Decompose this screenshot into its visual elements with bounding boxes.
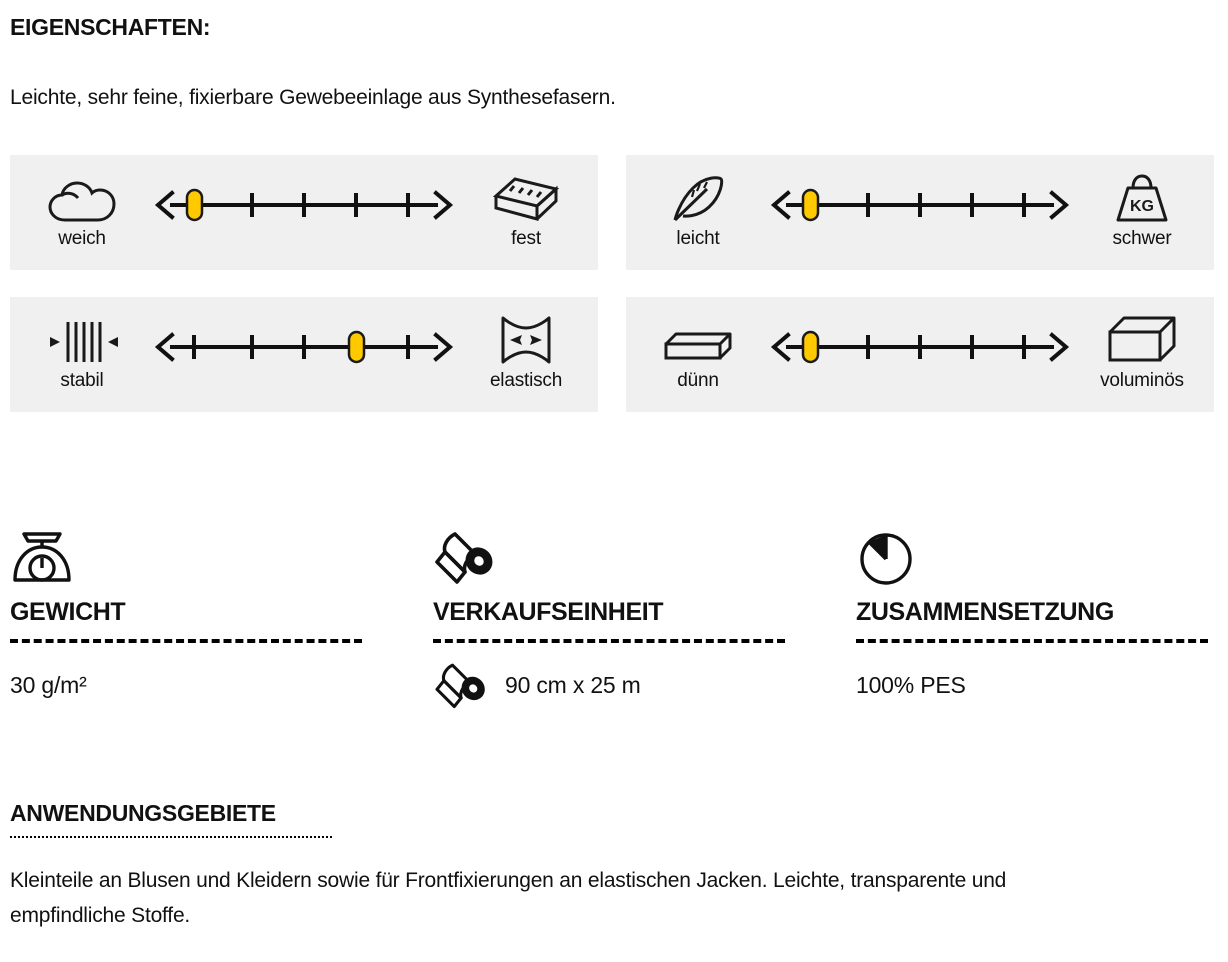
property-right-label: voluminös	[1100, 369, 1184, 391]
spec-value-row: 30 g/m²	[10, 659, 433, 711]
property-right-elastisch: elastisch	[454, 316, 598, 392]
stable-bars-icon	[44, 318, 120, 366]
brick-icon	[491, 176, 561, 224]
property-panel-duenn-voluminoes: dünn	[626, 297, 1214, 412]
scale-duenn-voluminoes	[770, 327, 1070, 383]
property-left-label: stabil	[60, 369, 104, 391]
kitchen-scale-icon	[10, 524, 433, 586]
cloud-icon	[47, 176, 117, 224]
property-right-fest: fest	[454, 176, 598, 250]
property-scales: weich	[10, 155, 1215, 439]
spec-value-row: 90 cm x 25 m	[433, 659, 856, 711]
property-right-voluminoes: voluminös	[1070, 316, 1214, 392]
property-right-schwer: KG schwer	[1070, 173, 1214, 250]
page-title: EIGENSCHAFTEN:	[10, 14, 211, 40]
feather-icon	[667, 175, 729, 224]
property-panel-stabil-elastisch: stabil	[10, 297, 598, 412]
property-left-leicht: leicht	[626, 175, 770, 250]
property-panel-weich-fest: weich	[10, 155, 598, 270]
property-panel-leicht-schwer: leicht	[626, 155, 1214, 270]
application-body: Kleinteile an Blusen und Kleidern sowie …	[10, 869, 1007, 927]
spec-divider	[856, 639, 1208, 643]
property-left-label: leicht	[676, 227, 720, 249]
property-row-2: stabil	[10, 297, 1215, 412]
spec-value: 100% PES	[856, 671, 966, 698]
property-left-weich: weich	[10, 176, 154, 250]
scale-stabil-elastisch	[154, 327, 454, 383]
property-row-1: weich	[10, 155, 1215, 270]
property-left-duenn: dünn	[626, 318, 770, 392]
scale-marker	[801, 188, 820, 221]
stretch-fabric-icon	[497, 316, 555, 366]
scale-marker	[801, 330, 820, 363]
thin-slab-icon	[662, 318, 734, 366]
spec-divider	[10, 639, 362, 643]
application-divider	[10, 836, 332, 838]
spec-value: 30 g/m²	[10, 671, 87, 698]
property-right-label: schwer	[1112, 227, 1172, 249]
spec-columns: GEWICHT 30 g/m² VERKAUFSEINHEIT	[10, 524, 1218, 711]
fabric-roll-icon	[433, 660, 491, 710]
scale-marker	[347, 330, 366, 363]
volume-box-icon	[1106, 316, 1178, 366]
fabric-roll-icon	[433, 524, 856, 586]
spec-zusammensetzung: ZUSAMMENSETZUNG 100% PES	[856, 524, 1218, 711]
spec-value-row: 100% PES	[856, 659, 1218, 711]
scale-marker	[185, 188, 204, 221]
property-right-label: elastisch	[489, 369, 563, 391]
spec-title: VERKAUFSEINHEIT	[433, 598, 664, 626]
spec-divider	[433, 639, 785, 643]
scale-weich-fest	[154, 185, 454, 241]
property-right-label: fest	[511, 227, 541, 249]
scale-leicht-schwer	[770, 185, 1070, 241]
spec-value: 90 cm x 25 m	[505, 671, 641, 698]
spec-verkaufseinheit: VERKAUFSEINHEIT 90 cm x 25 m	[433, 524, 856, 711]
application-title: ANWENDUNGSGEBIETE	[10, 800, 276, 826]
property-left-label: dünn	[677, 369, 719, 391]
kg-weight-icon: KG	[1111, 173, 1173, 224]
spec-title: ZUSAMMENSETZUNG	[856, 598, 1114, 626]
property-left-label: weich	[58, 227, 106, 249]
page-description: Leichte, sehr feine, fixierbare Gewebeei…	[10, 86, 616, 109]
property-left-stabil: stabil	[10, 318, 154, 392]
kg-icon-text: KG	[1130, 198, 1154, 215]
spec-title: GEWICHT	[10, 598, 126, 626]
application-section: ANWENDUNGSGEBIETE Kleinteile an Blusen u…	[10, 800, 1190, 933]
spec-gewicht: GEWICHT 30 g/m²	[10, 524, 433, 711]
pie-chart-icon	[856, 524, 1218, 586]
